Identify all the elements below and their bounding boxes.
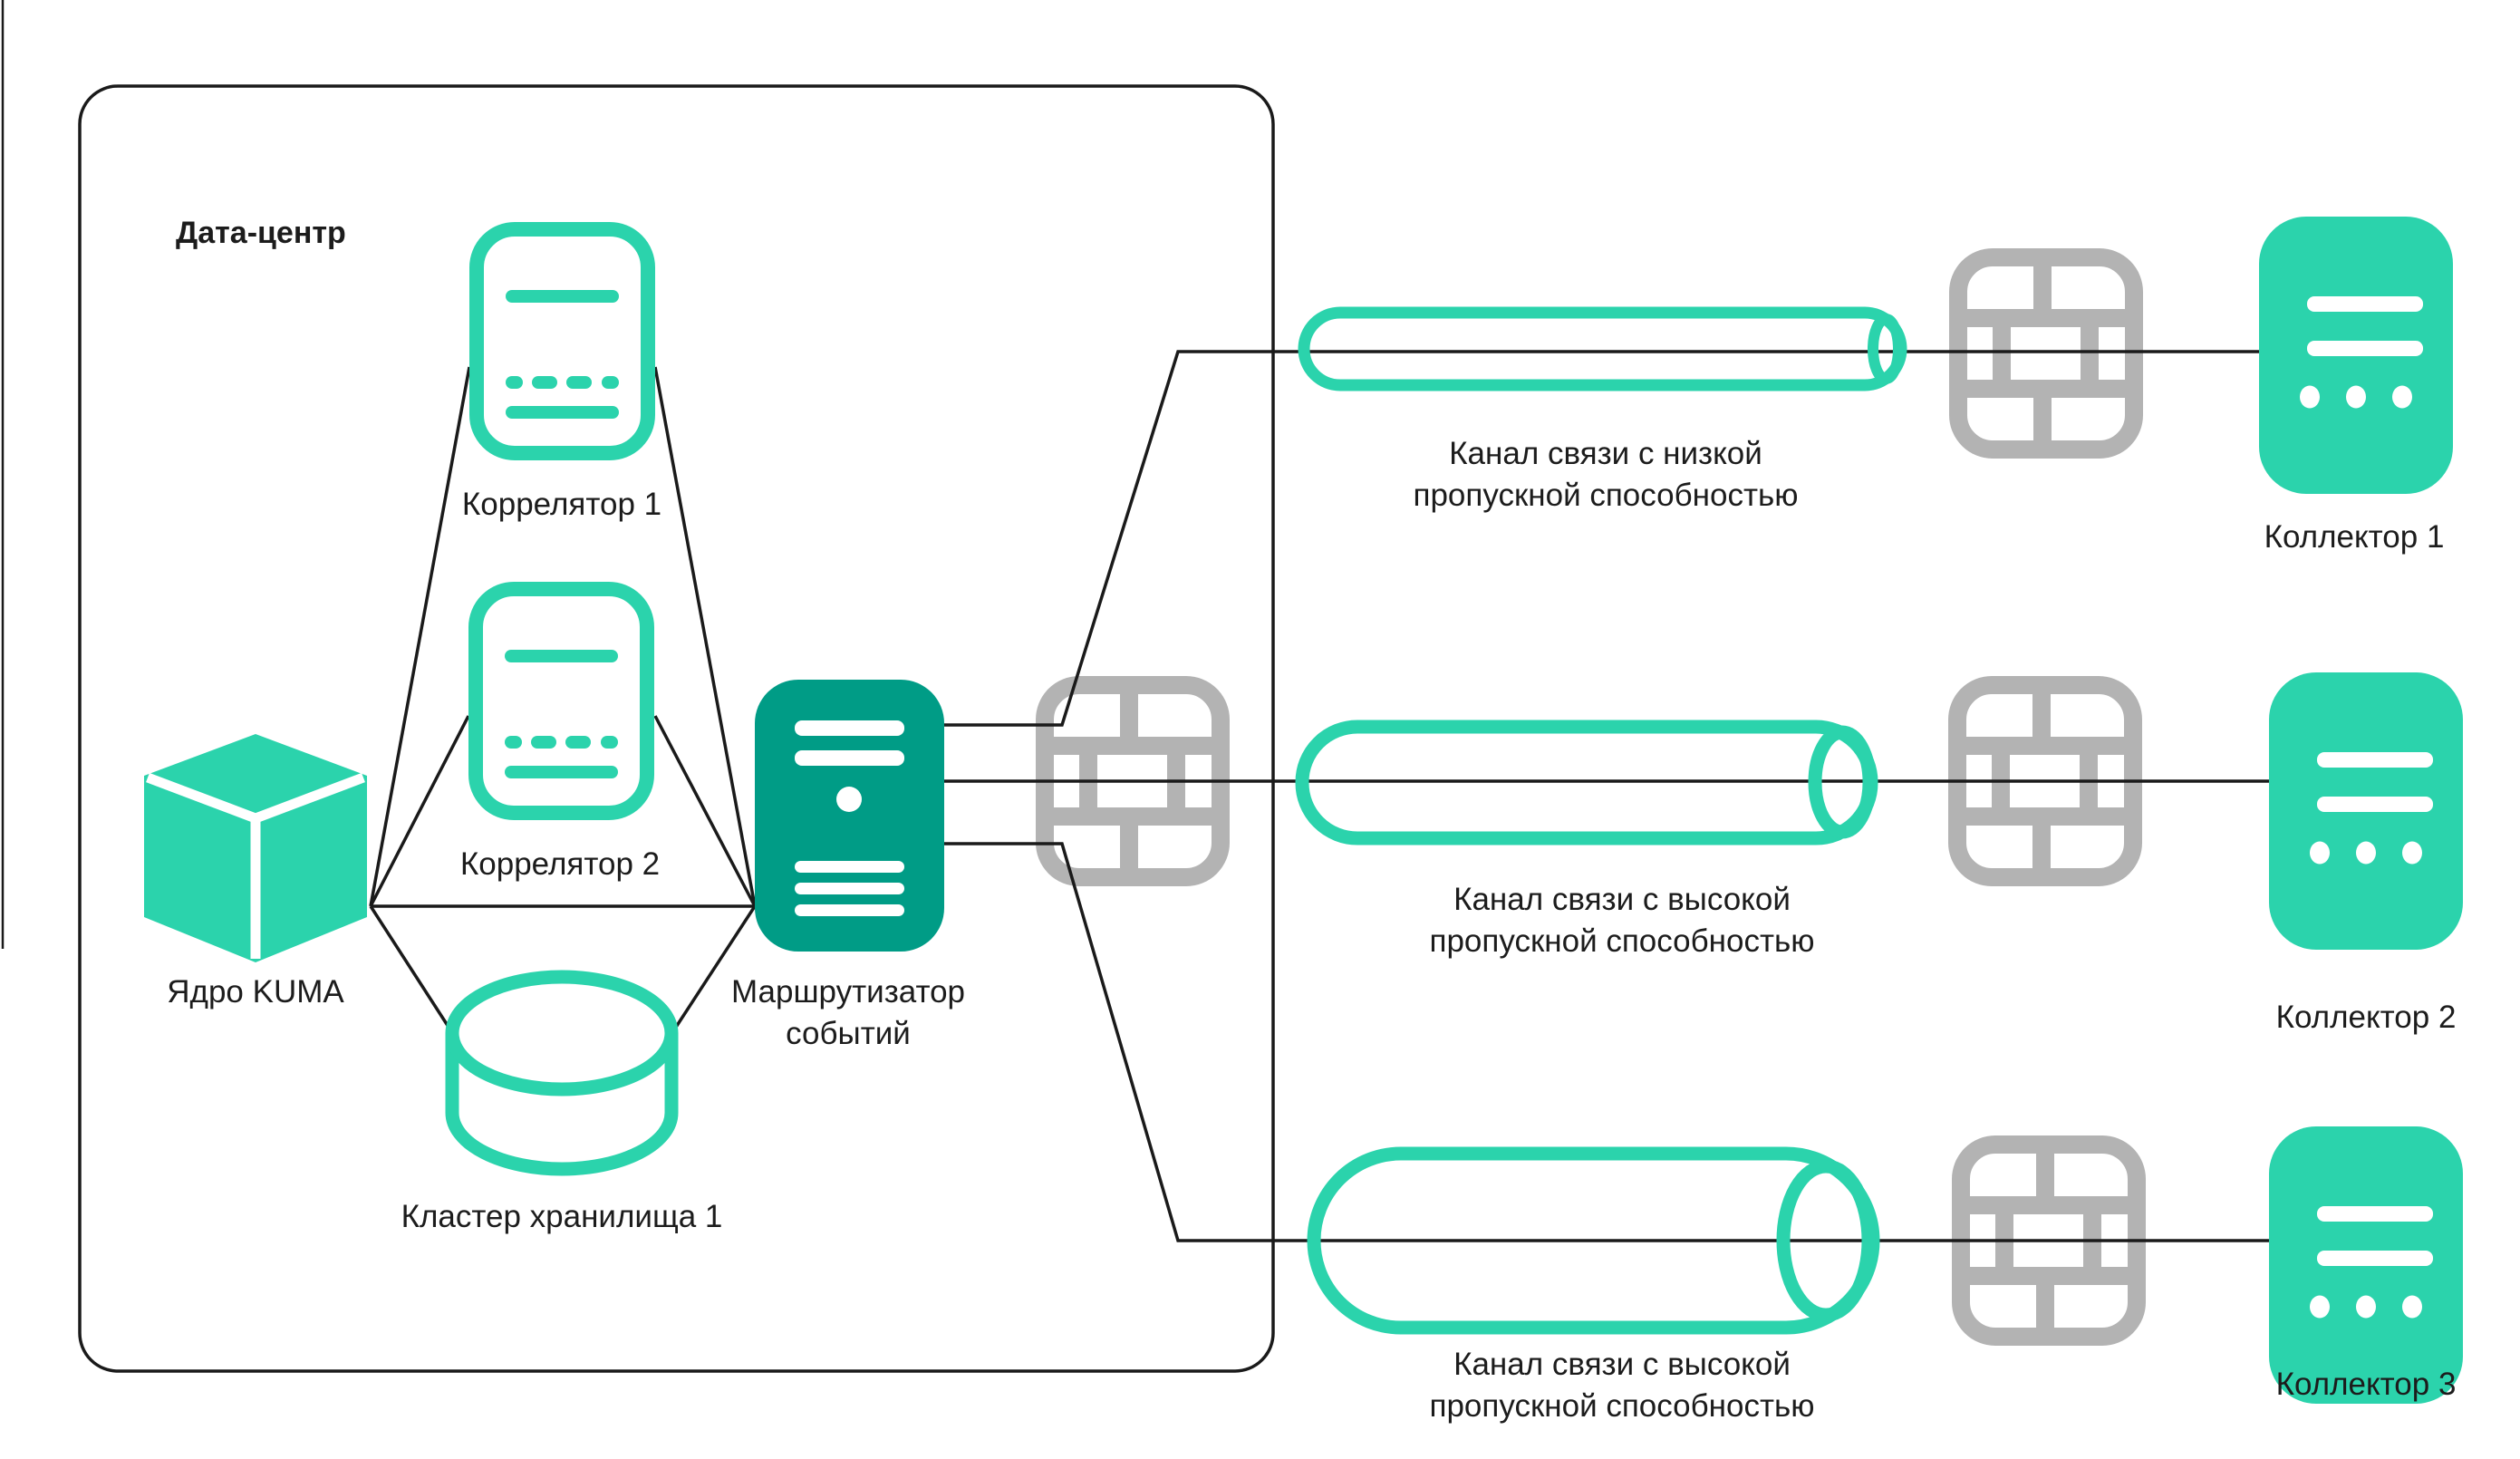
channel1-label: Канал связи с низкой пропускной способно… (1414, 433, 1799, 517)
correlator-server-icon (476, 589, 647, 813)
cube-icon (144, 734, 367, 962)
channel3-label-line2: пропускной способностью (1429, 1388, 1815, 1424)
collector-icon (2269, 672, 2463, 950)
collector-icon (2269, 1126, 2463, 1404)
channel3-label-line1: Канал связи с высокой (1453, 1347, 1791, 1382)
firewall-icon (1953, 257, 2139, 449)
server-tower-icon (755, 680, 944, 952)
channel3-label: Канал связи с высокой пропускной способн… (1430, 1344, 1815, 1427)
channel1-label-line1: Канал связи с низкой (1449, 436, 1762, 471)
datacenter-box (78, 84, 1275, 1373)
channel2-label-line2: пропускной способностью (1429, 923, 1815, 959)
channel-1-thin-pipe-icon (1298, 306, 1907, 391)
channel1-label-line2: пропускной способностью (1413, 478, 1799, 513)
channel2-label: Канал связи с высокой пропускной способн… (1430, 879, 1815, 962)
kuma-core-label: Ядро KUMA (167, 974, 344, 1010)
datacenter-label: Дата-центр (176, 216, 346, 250)
event-router-label: Маршрутизатор событий (731, 971, 965, 1055)
channel-2-wide-pipe-icon (1295, 720, 1878, 845)
database-cylinder-icon (445, 970, 679, 1176)
event-router-label-line2: событий (786, 1016, 911, 1051)
connection-lines (369, 350, 2271, 1242)
channel2-label-line1: Канал связи с высокой (1453, 882, 1791, 917)
event-router-label-line1: Маршрутизатор (730, 974, 966, 1010)
collector1-label: Коллектор 1 (2264, 519, 2445, 555)
correlator2-label: Коррелятор 2 (459, 846, 661, 882)
correlator-server-icon (477, 229, 648, 453)
channel-3-wide-pipe-icon (1307, 1146, 1880, 1335)
collector3-label: Коллектор 3 (2275, 1367, 2457, 1402)
collector-icon (2259, 217, 2453, 494)
correlator1-label: Коррелятор 1 (461, 487, 662, 522)
storage-cluster-label: Кластер хранилища 1 (401, 1199, 723, 1234)
collector2-label: Коллектор 2 (2275, 1000, 2457, 1035)
